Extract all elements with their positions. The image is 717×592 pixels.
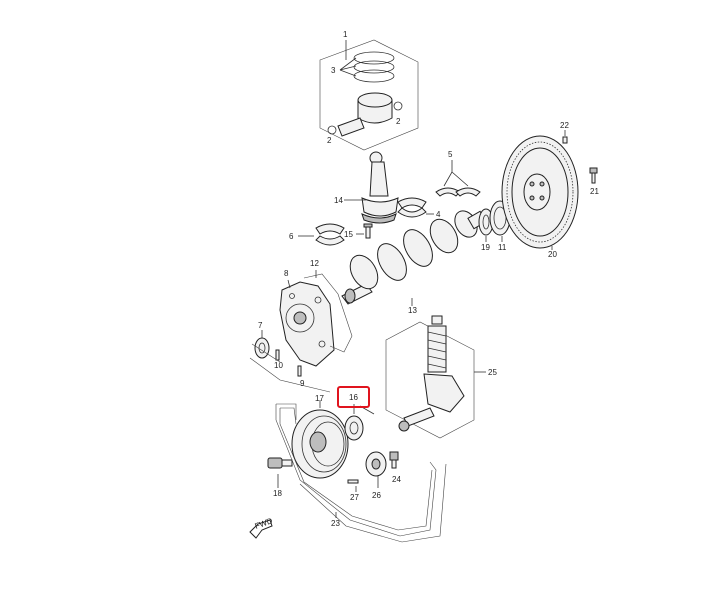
callout-24: 24: [392, 475, 401, 484]
callout-12: 12: [310, 259, 319, 268]
callout-6: 6: [289, 232, 294, 241]
idler-pulley[interactable]: [365, 451, 387, 477]
dowel-pin[interactable]: [562, 136, 568, 144]
crankshaft-pulley[interactable]: [291, 409, 349, 479]
flywheel[interactable]: [501, 135, 579, 249]
callout-19: 19: [481, 243, 490, 252]
piston-assembly[interactable]: [319, 39, 419, 151]
callout-3: 3: [331, 66, 336, 75]
rod-bolt[interactable]: [363, 223, 373, 239]
callout-18: 18: [273, 489, 282, 498]
cover-bolt-10[interactable]: [275, 349, 280, 361]
main-bearing-shells[interactable]: [397, 197, 427, 218]
callout-1: 1: [343, 30, 348, 39]
tensioner-assembly[interactable]: [385, 315, 475, 439]
callout-7: 7: [258, 321, 263, 330]
bearing-shells-6[interactable]: [315, 223, 345, 246]
callout-4: 4: [436, 210, 441, 219]
callout-17: 17: [315, 394, 324, 403]
crankshaft[interactable]: [341, 207, 487, 305]
front-oil-seal[interactable]: [254, 337, 270, 359]
callout-25: 25: [488, 368, 497, 377]
flywheel-bolt[interactable]: [589, 167, 598, 184]
callout-21: 21: [590, 187, 599, 196]
callout-14: 14: [334, 196, 343, 205]
callout-26: 26: [372, 491, 381, 500]
tensioner-bolt[interactable]: [389, 451, 399, 469]
drive-belt[interactable]: [275, 403, 447, 543]
callout-5: 5: [448, 150, 453, 159]
callout-2-right: 2: [396, 117, 401, 126]
callout-8: 8: [284, 269, 289, 278]
front-cover-gasket[interactable]: [303, 273, 353, 353]
highlight-box: [337, 386, 370, 408]
pulley-bolt[interactable]: [267, 457, 293, 469]
callout-2-left: 2: [327, 136, 332, 145]
callout-10: 10: [274, 361, 283, 370]
callout-16[interactable]: 16: [349, 393, 358, 402]
callout-22: 22: [560, 121, 569, 130]
crankshaft-sprocket[interactable]: [344, 415, 364, 441]
callout-27: 27: [350, 493, 359, 502]
callout-23: 23: [331, 519, 340, 528]
callout-9: 9: [300, 379, 305, 388]
callout-11: 11: [498, 243, 507, 252]
callout-15: 15: [344, 230, 353, 239]
fwd-arrow-icon: FWD: [249, 516, 274, 539]
connecting-rod[interactable]: [361, 151, 399, 224]
callout-13: 13: [408, 306, 417, 315]
thrust-washers[interactable]: [435, 187, 481, 197]
idler-bolt[interactable]: [347, 479, 359, 484]
callout-20: 20: [548, 250, 557, 259]
oil-pump-housing[interactable]: [279, 281, 335, 367]
cover-bolt-9[interactable]: [297, 365, 302, 377]
